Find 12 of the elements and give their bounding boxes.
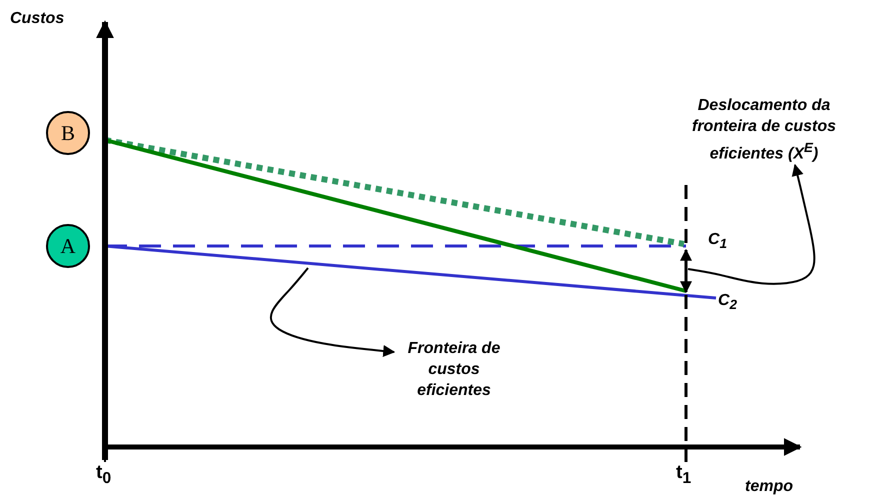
point-label: C$_{1}$ [708, 231, 727, 252]
leader-line [270, 267, 396, 357]
point-circle: A [46, 224, 90, 268]
tick-label: t$_{0}$ [96, 462, 112, 488]
annotation-text: Deslocamento da fronteira de custos eficientes (X$^{E}$) [690, 96, 838, 164]
point-circle: B [46, 111, 90, 155]
axis-title: tempo [745, 478, 793, 496]
axis-title: Custos [10, 10, 64, 28]
annotation-text: Fronteira de custos eficientes [406, 339, 502, 401]
point-label: C$_{2}$ [718, 292, 737, 312]
leader-line [688, 164, 816, 285]
tick-label: t$_{1}$ [676, 462, 692, 488]
